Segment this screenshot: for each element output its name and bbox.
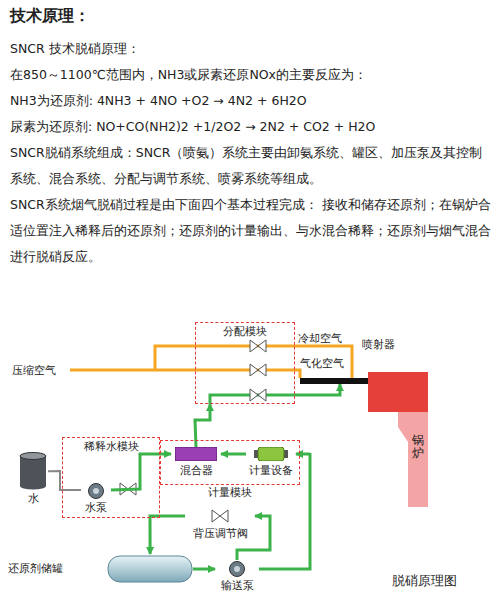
node-pump2: 输送泵 xyxy=(215,560,259,596)
tank-label: 还原剂储罐 xyxy=(8,562,63,575)
flow-label: 气化空气 xyxy=(300,356,344,371)
meter-cap xyxy=(254,450,258,458)
pump-symbol xyxy=(228,560,246,578)
body-text: SNCR系统烟气脱硝过程是由下面四个基本过程完成： 接收和储存还原剂；在锅炉合适… xyxy=(10,192,492,270)
water-tank xyxy=(19,452,47,490)
meter-body xyxy=(258,447,284,461)
nozzle-bar xyxy=(300,378,378,384)
tank-body xyxy=(108,556,192,582)
cooling-air-line xyxy=(155,346,352,378)
valve-symbol xyxy=(211,509,229,523)
air-lines xyxy=(70,346,352,378)
body-text: NH3为还原剂: 4NH3 + 4NO +O2 → 4N2 + 6H2O xyxy=(10,88,492,114)
flow-connector xyxy=(193,568,215,571)
body-text: SNCR 技术脱硝原理： xyxy=(10,36,492,62)
module-title: 计量模块 xyxy=(161,486,299,499)
tank-body xyxy=(20,456,46,486)
text-body: SNCR 技术脱硝原理：在850～1100℃范围内，NH3或尿素还原NOx的主要… xyxy=(10,36,492,270)
node-pump: 水泵 xyxy=(81,482,111,516)
body-text: 尿素为还原剂: NO+CO(NH2)2 +1/2O2 → 2N2 + CO2 +… xyxy=(10,114,492,140)
figure-caption: 脱硝原理图 xyxy=(392,572,457,590)
boiler-lower xyxy=(398,412,428,507)
pump-label: 水泵 xyxy=(81,501,111,514)
mixer-symbol xyxy=(175,447,217,461)
page-title: 技术原理： xyxy=(10,6,90,27)
pump-body xyxy=(89,484,104,499)
meter-cap xyxy=(284,450,288,458)
node-dashb: 计量模块混合器计量设备 xyxy=(160,440,300,485)
node-dash: 分配模块 xyxy=(195,322,295,404)
meter-symbol xyxy=(254,447,288,461)
reductant-tank xyxy=(107,555,193,583)
module-title: 分配模块 xyxy=(196,325,294,338)
node-boiler: 锅炉 xyxy=(368,372,428,507)
body-text: SNCR脱硝系统组成：SNCR（喷氨）系统主要由卸氨系统、罐区、加压泵及其控制系… xyxy=(10,140,492,192)
node-mixer: 混合器 xyxy=(171,447,221,479)
pump-label: 输送泵 xyxy=(215,579,259,592)
pump-symbol xyxy=(87,482,105,500)
valve-body xyxy=(212,510,228,522)
flow-connector xyxy=(150,516,185,554)
valve-symbol xyxy=(250,340,266,352)
flow-connector xyxy=(221,453,246,456)
body-text: 在850～1100℃范围内，NH3或尿素还原NOx的主要反应为： xyxy=(10,62,492,88)
flow-label: 冷却空气 xyxy=(298,331,342,346)
node-tankv: 水 xyxy=(18,452,48,507)
valve-symbol xyxy=(250,389,266,401)
valve-label: 背压调节阀 xyxy=(185,527,255,540)
nozzle-label: 喷射器 xyxy=(362,338,395,351)
flow-connector xyxy=(48,471,81,490)
mixer-body xyxy=(175,447,217,461)
tank-label: 水 xyxy=(18,492,48,505)
node-tankh: 还原剂储罐 xyxy=(8,554,193,584)
pump-body xyxy=(230,562,245,577)
flow-label: 压缩空气 xyxy=(12,363,56,378)
meter-label: 计量设备 xyxy=(246,464,296,477)
node-valve: 背压调节阀 xyxy=(185,508,255,544)
tank-top xyxy=(20,453,46,460)
boiler-label: 锅炉 xyxy=(412,434,424,460)
valves xyxy=(120,340,266,495)
flow-connector xyxy=(295,384,340,395)
module-title: 稀释水模块 xyxy=(63,440,159,453)
mixer-label: 混合器 xyxy=(171,464,221,477)
node-dash: 稀释水模块水泵 xyxy=(62,437,160,518)
pump-hub xyxy=(93,488,99,494)
pump-hub xyxy=(234,566,240,572)
tank-bottom xyxy=(20,483,46,490)
valve-symbol xyxy=(250,364,266,376)
boiler-upper xyxy=(368,372,428,412)
node-meter: 计量设备 xyxy=(246,447,296,479)
